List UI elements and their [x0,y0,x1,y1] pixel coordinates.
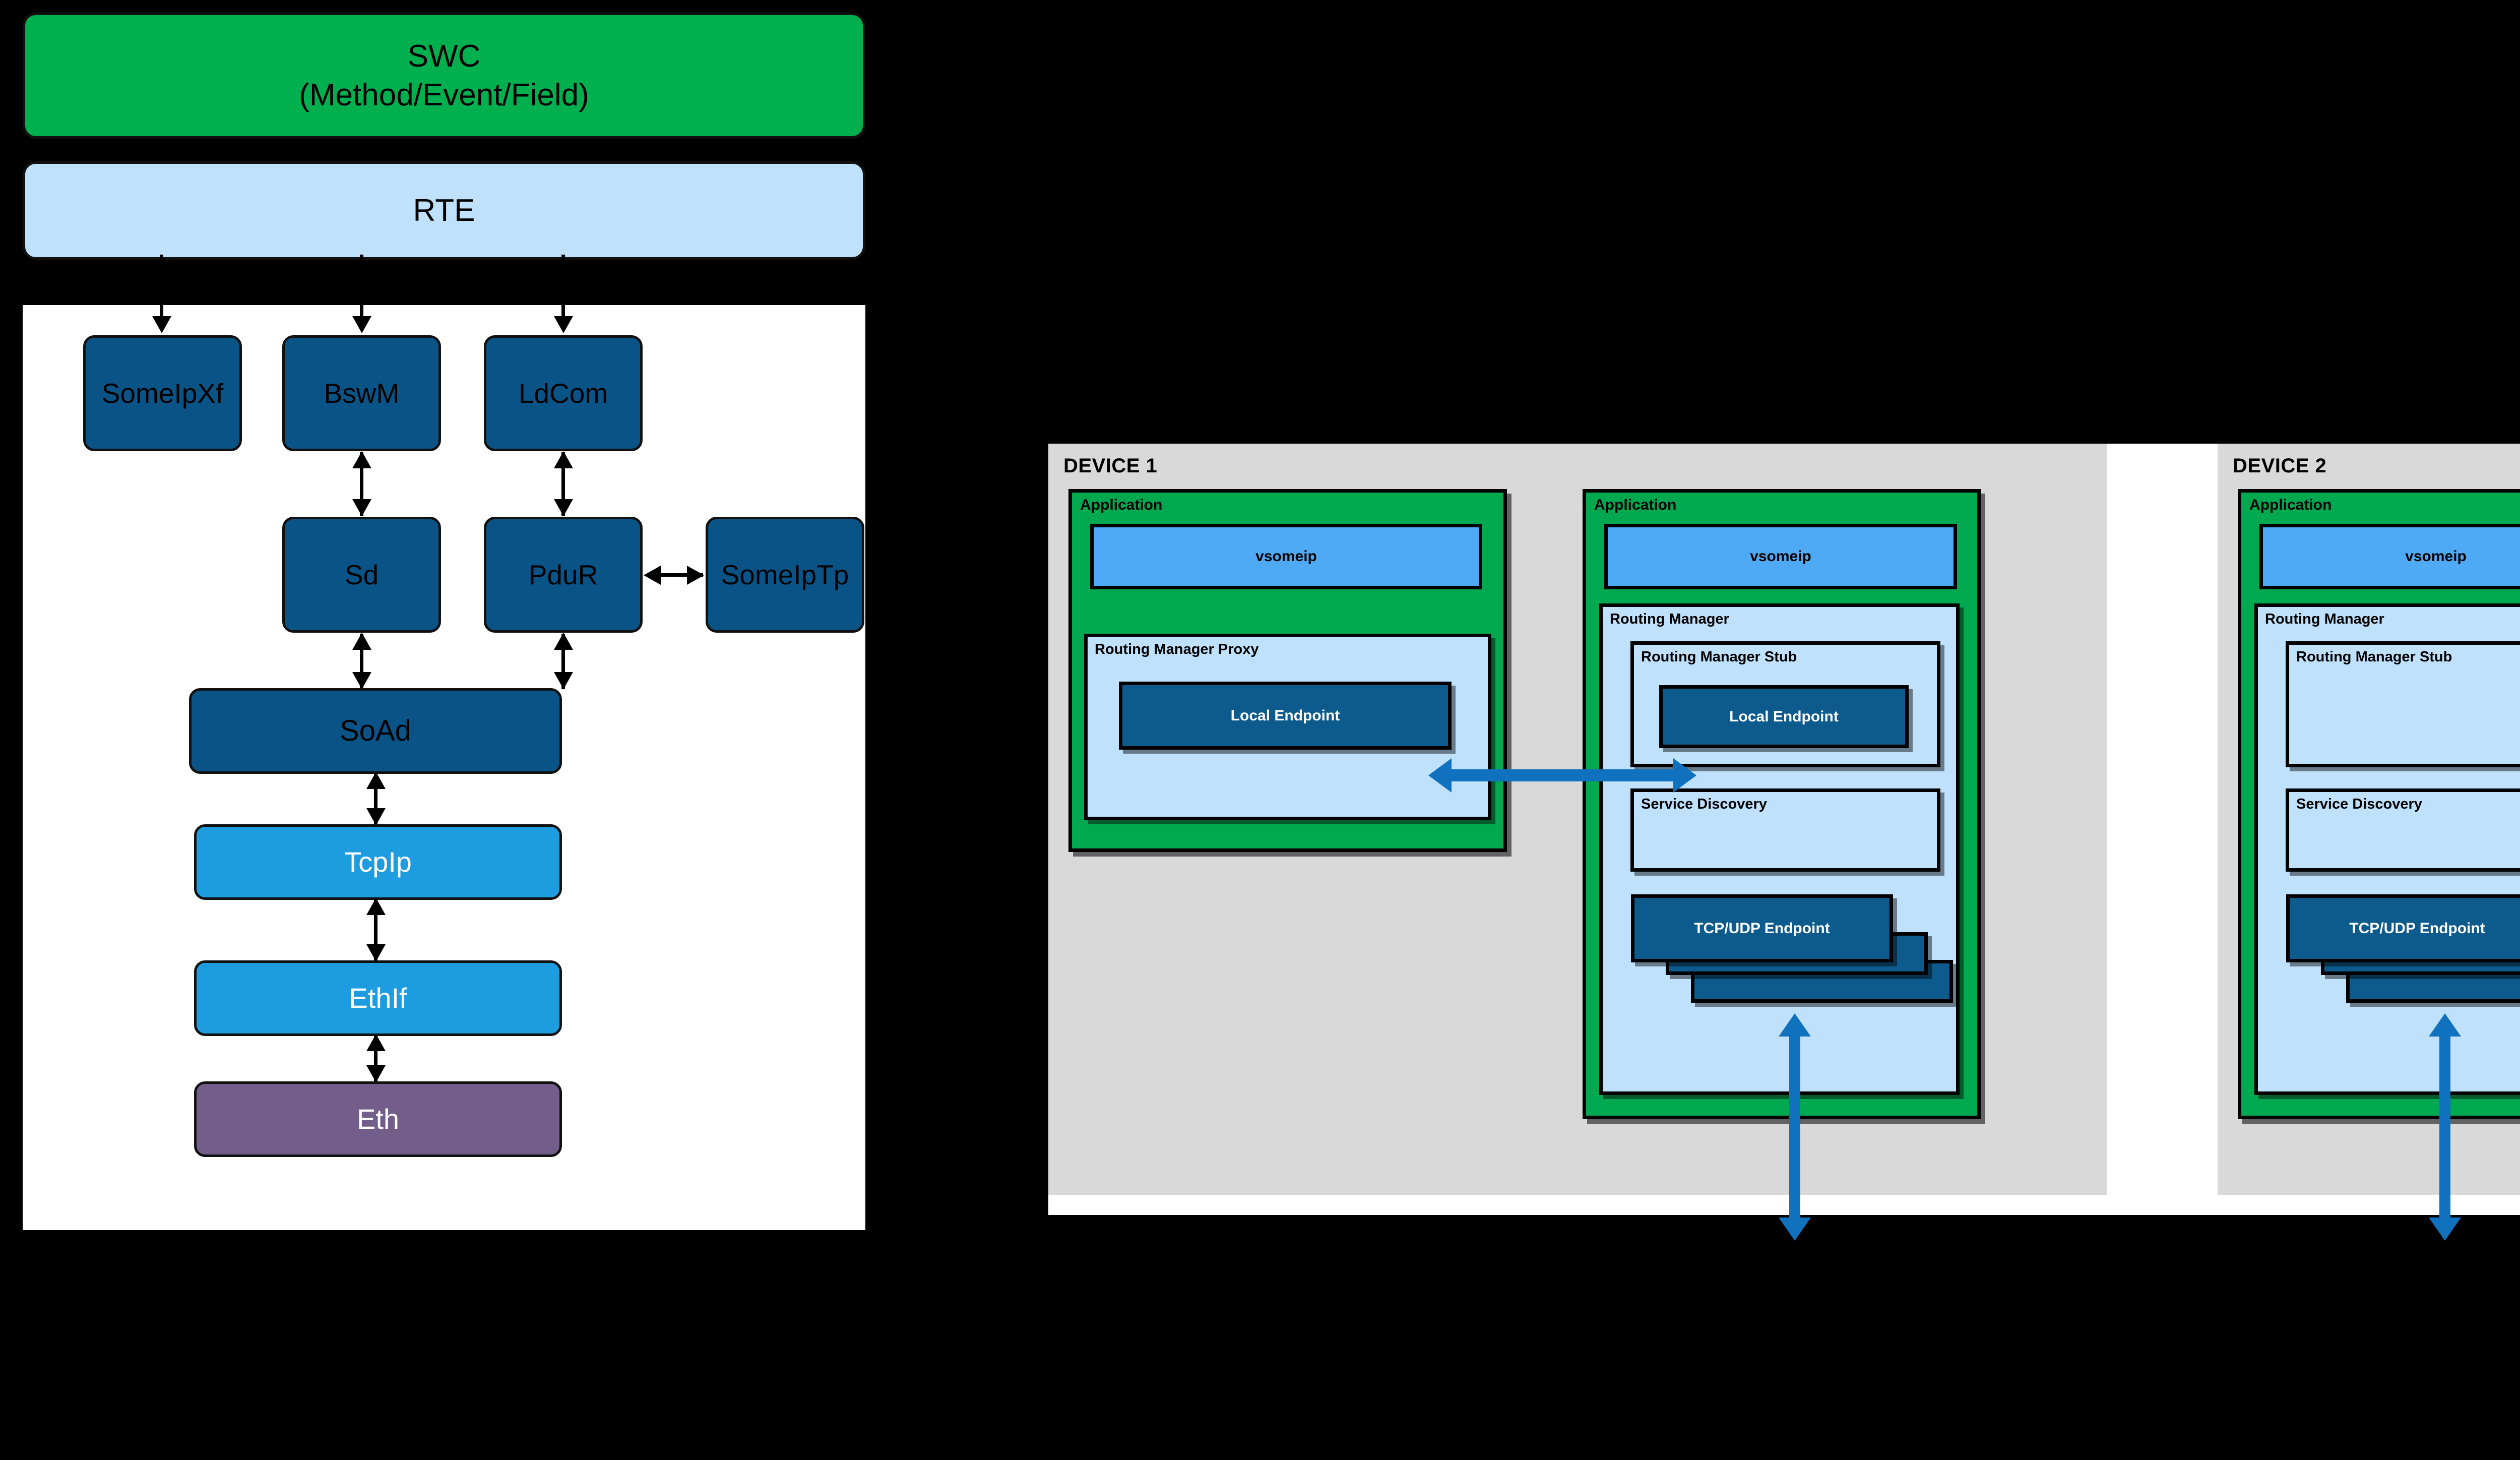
local-endpoint-link-head-right [1673,758,1696,793]
device2-network-link-head-down [2429,1218,2461,1241]
arrow-pdur-soad-head-up [554,633,573,650]
local-endpoint-link-line [1452,769,1673,781]
device2-app1-vsomeip-box: vsomeip [2259,524,2520,589]
arrow-ethif-eth-head-down [366,1065,386,1082]
arrow-bswm-sd-head-up [352,451,371,468]
arrow-ldcom-pdur-head-up [554,451,573,468]
arrow-ethif-eth-head-up [366,1034,386,1051]
bsw-panel: SomeIpXf BswM LdCom Sd PduR SomeIpTp SoA… [23,255,865,1230]
arrow-sd-soad-line [360,634,363,689]
module-bswm: BswM [282,335,441,451]
device2-service-discovery-label: Service Discovery [2296,796,2422,812]
arrow-soad-tcpip-line [374,773,377,826]
device1-routing-manager-stub-box: Routing Manager Stub Local Endpoint [1630,641,1940,767]
device2-app1-box: Application vsomeip Routing Manager Rout… [2238,489,2520,1119]
arrow-soad-tcpip-head-down [366,808,386,825]
module-soad: SoAd [189,688,562,774]
device1-app1-box: Application vsomeip Routing Manager Prox… [1068,489,1507,852]
device2-routing-manager-box: Routing Manager Routing Manager Stub Ser… [2254,603,2520,1095]
device1-service-discovery-box: Service Discovery [1630,788,1940,872]
device2-tcp-udp-endpoint: TCP/UDP Endpoint [2286,894,2520,962]
arrow-pdur-someiptp-head-right [687,566,704,585]
vsomeip-deployment-figure: DEVICE 1 Application vsomeip Routing Man… [1048,444,2520,1241]
swc-box: SWC (Method/Event/Field) [23,13,865,139]
arrow-rte-to-ldcom-head [554,316,573,333]
device-1-title: DEVICE 1 [1063,455,1158,477]
device1-stub-local-endpoint: Local Endpoint [1659,685,1909,748]
device1-routing-manager-box: Routing Manager Routing Manager Stub Loc… [1599,603,1960,1095]
module-sd: Sd [282,517,441,633]
module-ethif: EthIf [194,960,562,1036]
device2-app1-label: Application [2249,497,2332,513]
device1-tcp-udp-endpoint: TCP/UDP Endpoint [1631,894,1893,962]
arrow-tcpip-ethif-line [374,899,377,962]
module-ldcom: LdCom [484,335,643,451]
device1-routing-manager-stub-label: Routing Manager Stub [1641,649,1797,665]
device1-network-link-head-down [1779,1218,1811,1241]
arrow-rte-to-bswm-line [360,255,363,318]
device1-app2-label: Application [1594,497,1677,513]
arrow-sd-soad-head-up [352,633,371,650]
arrow-ethif-eth-line [374,1035,377,1083]
arrow-rte-to-someipxf-head [152,316,171,333]
swc-subtitle: (Method/Event/Field) [299,78,589,112]
arrow-soad-tcpip-head-up [366,772,386,789]
arrow-rte-to-bswm-head [352,316,371,333]
device1-proxy-local-endpoint: Local Endpoint [1119,682,1452,750]
device2-network-link-line [2439,1036,2450,1220]
autosar-stack-figure: SWC (Method/Event/Field) RTE SomeIpXf Bs… [0,0,907,1260]
arrow-pdur-someiptp-head-left [644,566,661,585]
arrow-sd-soad-head-down [352,672,371,689]
device1-app2-vsomeip-box: vsomeip [1604,524,1957,589]
arrow-rte-to-ldcom-line [561,255,565,318]
device2-network-link-head-up [2429,1013,2461,1037]
device1-app1-vsomeip-box: vsomeip [1090,524,1482,589]
device1-app2-box: Application vsomeip Routing Manager Rout… [1583,489,1981,1119]
module-tcpip: TcpIp [194,824,562,900]
arrow-ldcom-pdur-head-down [554,499,573,516]
device-panel-1: DEVICE 1 Application vsomeip Routing Man… [1048,444,2107,1195]
arrow-pdur-soad-line [561,634,565,689]
device2-routing-manager-stub-box: Routing Manager Stub [2286,641,2520,767]
arrow-tcpip-ethif-head-down [366,944,386,961]
device1-network-link-head-up [1779,1013,1811,1037]
arrow-ldcom-pdur-line [561,452,565,516]
rte-box: RTE [23,161,865,260]
arrow-pdur-soad-head-down [554,672,573,689]
arrow-pdur-someiptp-line [647,573,703,577]
module-someiptp: SomeIpTp [706,517,864,633]
device2-routing-manager-label: Routing Manager [2265,611,2384,627]
device2-service-discovery-box: Service Discovery [2286,788,2520,872]
swc-title: SWC [407,38,481,74]
device2-routing-manager-stub-label: Routing Manager Stub [2296,649,2452,665]
device1-routing-manager-label: Routing Manager [1610,611,1729,627]
module-someipxf: SomeIpXf [83,335,242,451]
device1-routing-manager-proxy-box: Routing Manager Proxy Local Endpoint [1084,634,1491,820]
arrow-tcpip-ethif-head-up [366,898,386,915]
arrow-bswm-sd-line [360,452,363,516]
device1-service-discovery-label: Service Discovery [1641,796,1767,812]
module-eth: Eth [194,1081,562,1157]
device-panel-2: DEVICE 2 Application vsomeip Routing Man… [2218,444,2520,1195]
arrow-bswm-sd-head-down [352,499,371,516]
device-2-title: DEVICE 2 [2233,455,2327,477]
device1-routing-manager-proxy-label: Routing Manager Proxy [1095,641,1259,657]
device1-network-link-line [1789,1036,1800,1220]
local-endpoint-link-head-left [1428,758,1452,793]
arrow-rte-to-someipxf-line [160,255,163,318]
device1-app1-label: Application [1080,497,1163,513]
module-pdur: PduR [484,517,643,633]
